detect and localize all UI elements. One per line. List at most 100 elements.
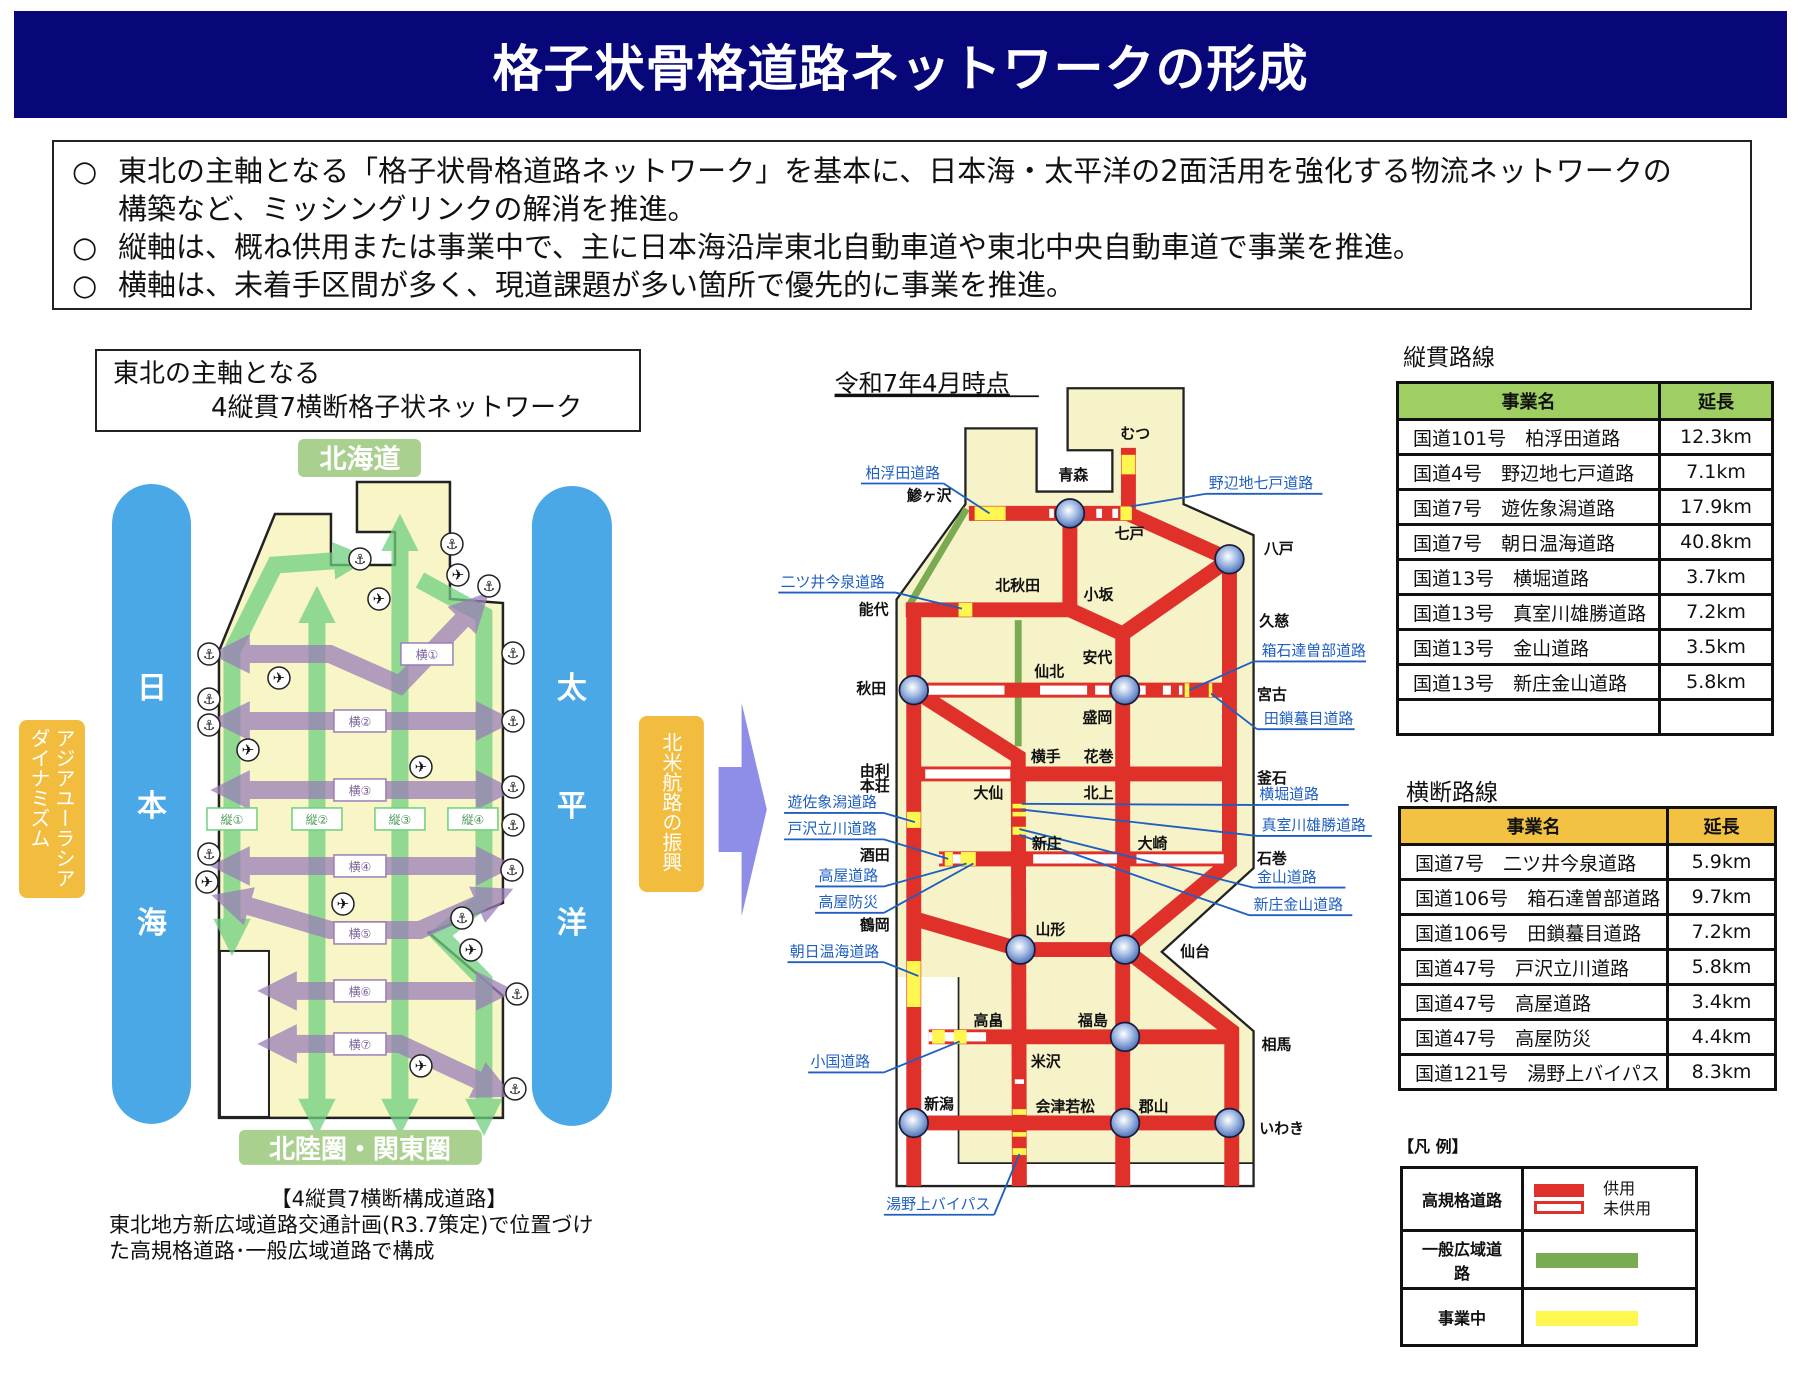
road-leader-line (1210, 692, 1258, 730)
summary-item: ○縦軸は、概ね供用または事業中で、主に日本海沿岸東北自動車道や東北中央自動車道で… (72, 228, 1750, 266)
table-row (1396, 698, 1774, 736)
road-leader-line (1021, 802, 1252, 806)
pacific-ocean-bar (531, 486, 612, 1126)
road-label: 横堀道路 (1259, 785, 1319, 803)
port-anchor-icon (501, 775, 525, 799)
city-label: 北上 (1084, 784, 1114, 802)
horizontal-axis-label: 横① (416, 648, 439, 662)
vertical-axis-label: 縦① (221, 813, 244, 827)
horizontal-axis-tag (333, 921, 387, 945)
legend-table: 高規格道路 供用 未供用 一般広域道路 事業中 (1400, 1166, 1698, 1347)
asia-banner (18, 719, 85, 898)
road-leader-line (1019, 828, 1254, 889)
project-name-cell: 国道101号 柏浮田道路 (1396, 418, 1661, 456)
summary-text: 横軸は、未着手区間が多く、現道課題が多い箇所で優先的に事業を推進。 (118, 268, 1076, 302)
land-cutout (218, 949, 270, 1118)
city-label: 釜石 (1256, 769, 1287, 787)
plane-glyph: ✈ (242, 741, 255, 759)
road-label: 高屋防災 (818, 893, 878, 911)
concept-title-box: 東北の主軸となる 4縦貫7横断格子状ネットワーク (95, 349, 641, 432)
city-label: 酒田 (860, 846, 890, 864)
length-cell: 5.8km (1658, 663, 1774, 701)
road-leader-line (895, 591, 963, 610)
city-label: 仙台 (1180, 942, 1210, 960)
horizontal-axis-label: 横④ (349, 860, 372, 874)
airport-plane-icon (236, 738, 260, 762)
concept-diagram: 北海道 日 本 海 太 平 洋 アジアユーラシア ダイナミズム 北米航路の振興 (18, 439, 704, 1165)
horizontal-axis-tag (333, 979, 387, 1003)
port-anchor-icon (501, 641, 525, 665)
port-airport-icons: ⚓⚓⚓⚓⚓⚓⚓⚓⚓⚓⚓⚓⚓⚓⚓✈✈✈✈✈✈✈✈✈ (195, 532, 529, 1101)
anchor-glyph: ⚓ (507, 780, 520, 796)
anchor-glyph: ⚓ (203, 647, 216, 663)
city-node-circle (1109, 1021, 1141, 1053)
project-name-cell: 国道13号 横堀道路 (1396, 558, 1661, 596)
port-anchor-icon (501, 709, 525, 733)
plane-glyph: ✈ (337, 895, 350, 913)
port-anchor-icon (440, 532, 464, 556)
road-label: 朝日温海道路 (790, 942, 880, 960)
city-node-circle (1109, 674, 1141, 706)
plane-glyph: ✈ (452, 566, 465, 584)
anchor-glyph: ⚓ (509, 1082, 522, 1098)
plane-glyph: ✈ (201, 873, 214, 891)
plane-glyph: ✈ (415, 1057, 428, 1075)
port-anchor-icon (500, 858, 524, 882)
column-header-length: 延長 (1666, 806, 1777, 846)
city-node-circle (898, 1107, 929, 1139)
port-anchor-icon (450, 906, 474, 930)
airport-plane-icon (446, 563, 470, 587)
city-label: 横手 (1031, 747, 1061, 765)
legend-heading: 【凡 例】 (1398, 1137, 1468, 1156)
horizontal-axis-label: 横⑤ (349, 927, 372, 941)
anchor-glyph: ⚓ (446, 537, 459, 553)
airport-plane-icon (459, 938, 483, 962)
city-label: 鶴岡 (860, 916, 890, 934)
city-label: 本荘 (860, 777, 890, 795)
project-name-cell: 国道4号 野辺地七戸道路 (1396, 453, 1661, 491)
road-label: 柏浮田道路 (866, 464, 941, 482)
legend-unopened-label: 未供用 (1603, 1199, 1652, 1218)
caption-title: 【4縦貫7横断構成道路】 (270, 1187, 508, 1211)
road-leader-line (883, 961, 919, 977)
city-label: 秋田 (856, 680, 886, 698)
road-leader-line (1019, 833, 1250, 917)
airport-plane-icon (195, 870, 219, 894)
sea-east-char: 平 (557, 789, 587, 824)
vertical-axis-label: 縦② (306, 813, 329, 827)
horizontal-axis-label: 横⑦ (349, 1038, 372, 1052)
port-anchor-icon (197, 687, 221, 711)
length-cell: 3.5km (1658, 628, 1774, 666)
city-label: 由利 (860, 762, 890, 780)
city-label: 福島 (1077, 1011, 1108, 1029)
length-cell: 3.4km (1666, 983, 1777, 1021)
city-label: 八戸 (1264, 540, 1294, 558)
length-cell: 7.2km (1658, 593, 1774, 631)
city-label: 新庄 (1032, 835, 1062, 853)
legend-general-road-swatch (1536, 1253, 1638, 1268)
length-cell: 8.3km (1666, 1053, 1777, 1091)
anchor-glyph: ⚓ (203, 847, 216, 863)
city-label: 仙北 (1034, 662, 1064, 680)
road-leader-line (883, 1040, 961, 1074)
column-header-project: 事業名 (1398, 806, 1669, 846)
column-header-length: 延長 (1658, 381, 1774, 421)
port-anchor-icon (197, 642, 221, 666)
sea-west-char: 海 (137, 906, 167, 941)
city-label: 能代 (859, 600, 889, 618)
road-label: 野辺地七戸道路 (1209, 474, 1313, 492)
hokuriku-kanto-banner (238, 1129, 482, 1165)
summary-text: 構築など、ミッシングリンクの解消を推進。 (118, 192, 697, 226)
road-leader-lines (778, 482, 1372, 1216)
plane-glyph: ✈ (415, 758, 428, 776)
length-cell: 3.7km (1658, 558, 1774, 596)
anchor-glyph: ⚓ (456, 911, 469, 927)
